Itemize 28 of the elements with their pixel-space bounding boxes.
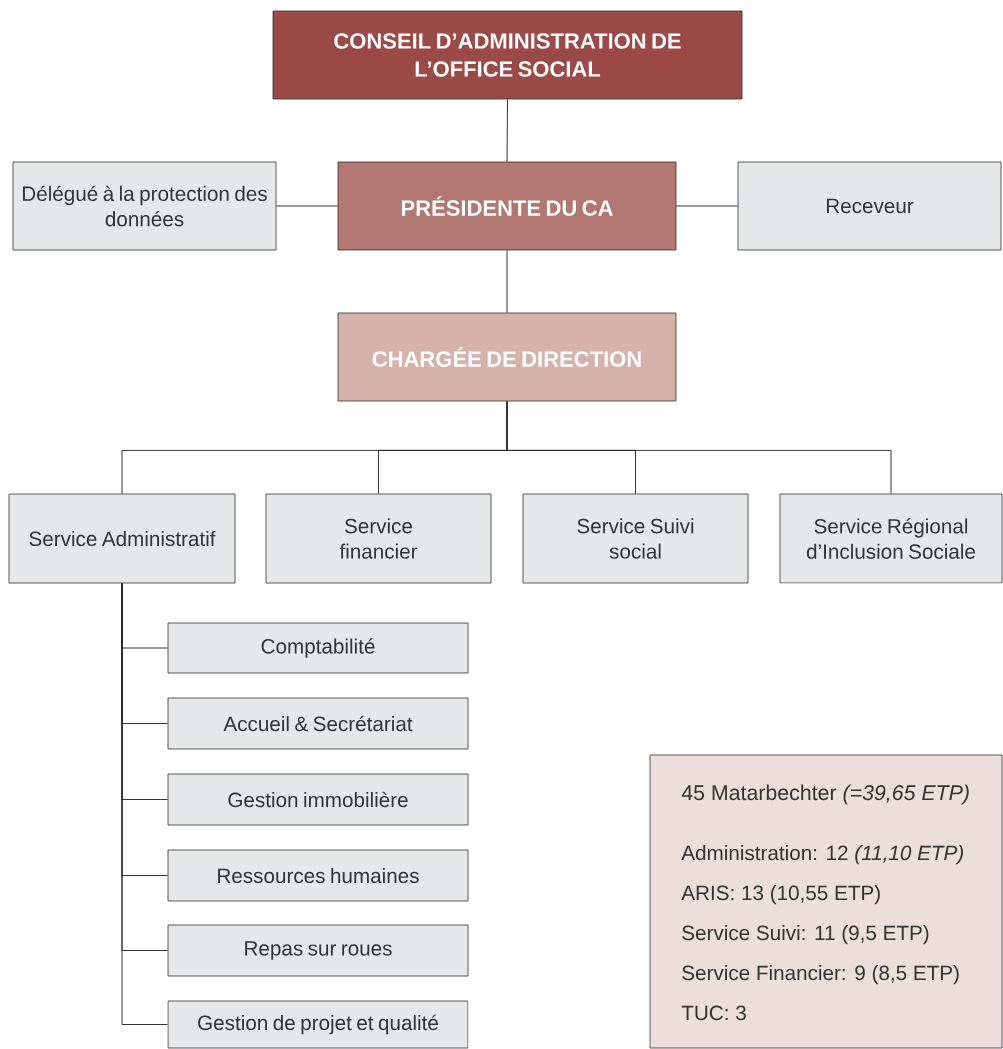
unit-box: Gestion de projet et qualité: [167, 1000, 469, 1049]
stat-line: TUC: 3: [681, 1005, 746, 1021]
side-box: Receveur: [737, 161, 1002, 251]
service-box: Service Administratif: [8, 493, 236, 584]
title-box: CHARGÉE DE DIRECTION: [337, 312, 677, 402]
unit-box: Repas sur roues: [167, 924, 469, 977]
connector-line: [121, 582, 169, 1025]
top-box: CONSEIL D’ADMINISTRATION DE L’OFFICE SOCIAL: [272, 10, 743, 100]
stat-line: ARIS: 13 (10,55 ETP): [681, 885, 880, 905]
side-box: Délégué à la protection des données: [12, 161, 277, 251]
summary-panel: [649, 754, 1003, 1049]
service-box: Service financier: [265, 493, 492, 584]
stat-line: Service Financier: 9 (8,5 ETP): [682, 965, 959, 985]
connector-line: [506, 400, 892, 495]
unit-box: Gestion immobilière: [167, 773, 469, 826]
service-box: Service Régional d’Inclusion Sociale: [779, 493, 1003, 584]
stat-line: Service Suivi: 11 (9,5 ETP): [682, 925, 929, 945]
connector-line: [275, 205, 339, 207]
unit-box: Accueil & Secrétariat: [167, 697, 469, 750]
connector-line: [675, 205, 739, 207]
connector-line: [506, 98, 508, 163]
connector-line: [506, 249, 508, 314]
stat-line: Administration: 12 (11,10 ETP): [681, 845, 963, 865]
service-box: Service Suivi social: [522, 493, 749, 584]
title-box: PRÉSIDENTE DU CA: [337, 161, 677, 251]
stat-line: 45 Matarbechter (=39,65 ETP): [681, 784, 969, 805]
unit-box: Ressources humaines: [167, 849, 469, 902]
unit-box: Comptabilité: [167, 622, 469, 674]
